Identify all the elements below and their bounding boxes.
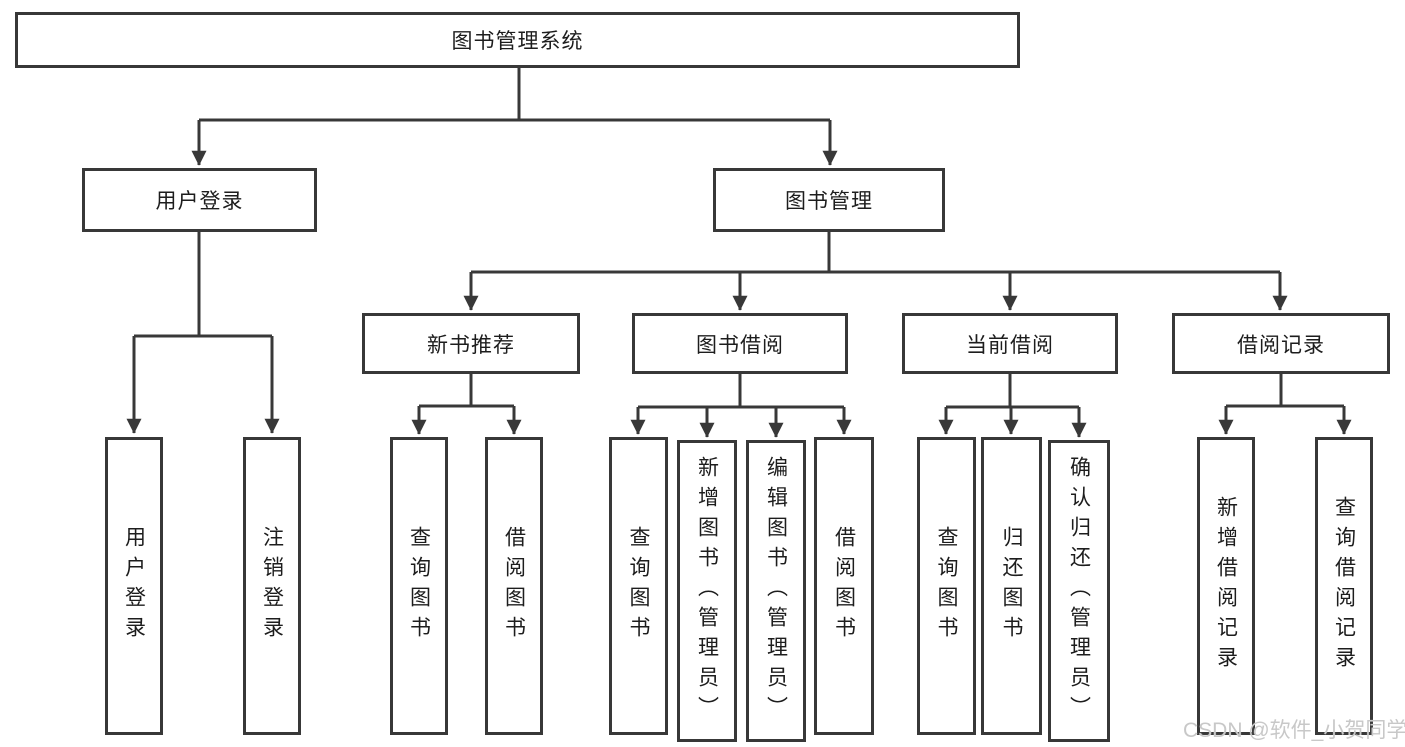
node-user-login-label: 用户登录	[155, 190, 244, 213]
leaf-query-borrow-record: 查询借阅记录	[1315, 437, 1373, 735]
node-new-book-recommend: 新书推荐	[362, 313, 580, 374]
leaf-confirm-return-admin: 确认归还（管理员）	[1048, 440, 1110, 742]
leaf-return-books-label: 归还图书	[1000, 526, 1023, 646]
leaf-query-books-current-label: 查询图书	[935, 526, 958, 646]
leaf-add-books-admin-label: 新增图书（管理员）	[695, 456, 719, 726]
leaf-query-books-recommend: 查询图书	[390, 437, 448, 735]
leaf-edit-books-admin-label: 编辑图书（管理员）	[764, 456, 788, 726]
leaf-user-login: 用户登录	[105, 437, 163, 735]
leaf-add-books-admin: 新增图书（管理员）	[677, 440, 737, 742]
leaf-borrow-books-label: 借阅图书	[832, 526, 856, 646]
node-current-borrowing: 当前借阅	[902, 313, 1118, 374]
leaf-logout: 注销登录	[243, 437, 301, 735]
leaf-confirm-return-admin-label: 确认归还（管理员）	[1067, 456, 1091, 726]
leaf-borrow-books-recommend: 借阅图书	[485, 437, 543, 735]
leaf-query-borrow-record-label: 查询借阅记录	[1332, 496, 1356, 676]
node-library-system: 图书管理系统	[15, 12, 1020, 68]
leaf-query-books-recommend-label: 查询图书	[407, 526, 431, 646]
node-library-system-label: 图书管理系统	[451, 30, 584, 53]
leaf-user-login-label: 用户登录	[122, 526, 146, 646]
node-user-login: 用户登录	[82, 168, 317, 232]
node-book-borrowing: 图书借阅	[632, 313, 848, 374]
node-book-management-label: 图书管理	[785, 190, 873, 213]
leaf-return-books: 归还图书	[981, 437, 1042, 735]
leaf-query-books-borrowing: 查询图书	[609, 437, 668, 735]
csdn-watermark: CSDN @软件_小贺同学	[1183, 719, 1405, 742]
leaf-edit-books-admin: 编辑图书（管理员）	[746, 440, 806, 742]
leaf-borrow-books: 借阅图书	[814, 437, 874, 735]
leaf-add-borrow-record: 新增借阅记录	[1197, 437, 1255, 735]
node-new-book-recommend-label: 新书推荐	[427, 333, 515, 357]
node-book-management: 图书管理	[713, 168, 945, 232]
node-book-borrowing-label: 图书借阅	[696, 333, 784, 357]
leaf-query-books-borrowing-label: 查询图书	[627, 526, 650, 646]
leaf-logout-label: 注销登录	[260, 526, 284, 646]
node-current-borrowing-label: 当前借阅	[966, 333, 1054, 357]
leaf-borrow-books-recommend-label: 借阅图书	[502, 526, 526, 646]
leaf-query-books-current: 查询图书	[917, 437, 976, 735]
node-borrowing-records: 借阅记录	[1172, 313, 1390, 374]
leaf-add-borrow-record-label: 新增借阅记录	[1214, 496, 1238, 676]
node-borrowing-records-label: 借阅记录	[1237, 333, 1325, 357]
